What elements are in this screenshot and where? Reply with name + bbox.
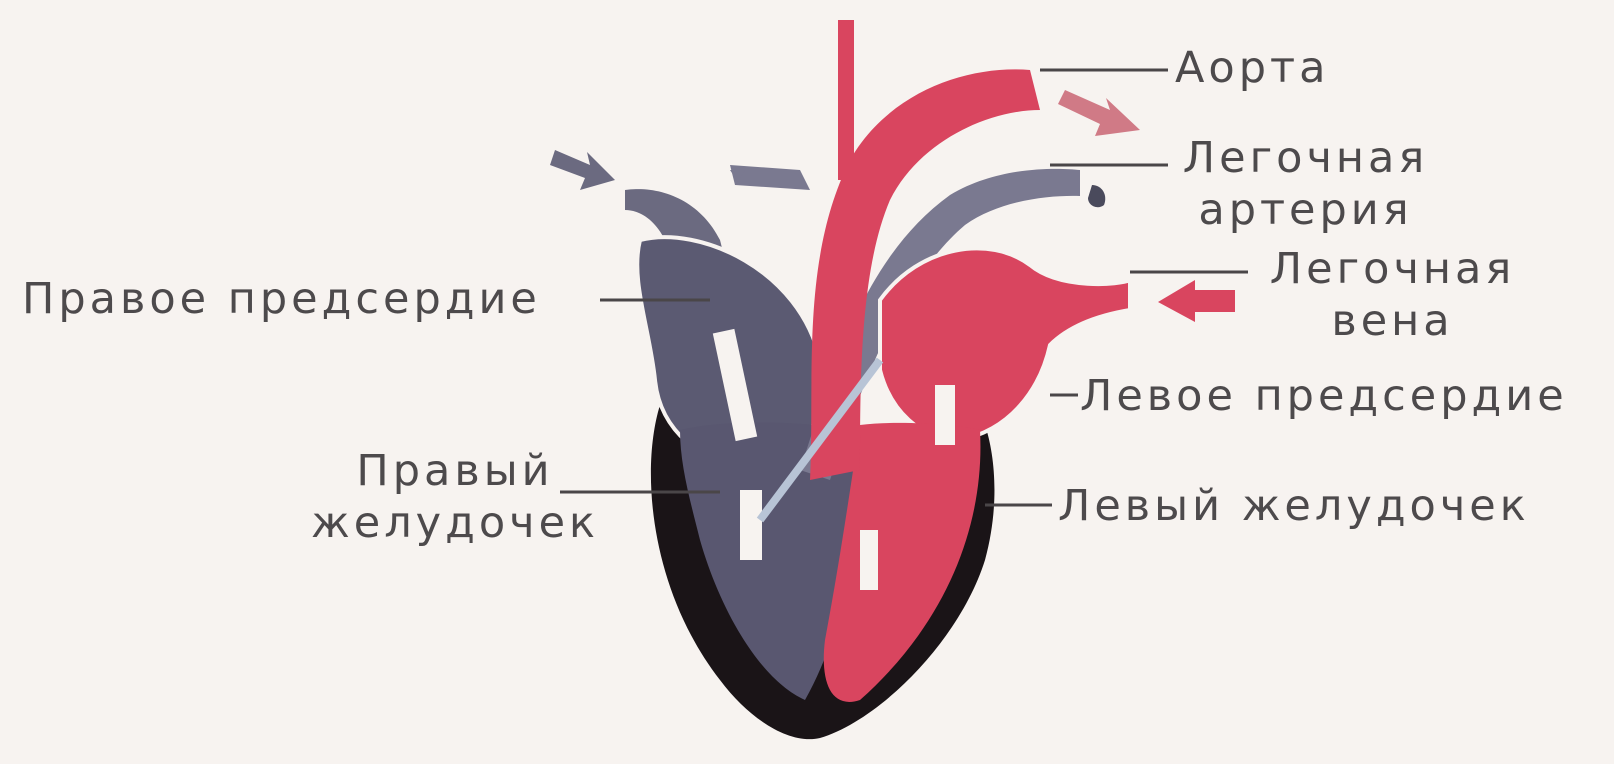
label-right-ventricle: Правый желудочек	[300, 445, 610, 549]
aorta-vessel-top	[838, 20, 854, 180]
label-left-atrium: Левое предсердие	[1080, 370, 1568, 422]
arrow-pulmonary-artery	[1088, 185, 1105, 207]
arrow-pulmonary-vein	[1158, 280, 1235, 322]
label-aorta: Аорта	[1175, 42, 1329, 94]
label-pulmonary-vein-line2: вена	[1255, 295, 1530, 347]
arrow-vena-cava	[550, 150, 615, 190]
label-pulmonary-vein-line1: Легочная	[1255, 243, 1530, 295]
label-right-ventricle-line1: Правый	[300, 445, 610, 497]
label-left-ventricle: Левый желудочек	[1058, 480, 1530, 532]
label-right-atrium: Правое предсердие	[22, 273, 541, 325]
arrow-aorta	[1058, 90, 1140, 136]
label-pulmonary-artery: Легочная артерия	[1168, 132, 1443, 236]
label-pulmonary-vein: Легочная вена	[1255, 243, 1530, 347]
pulmonary-artery-stub	[730, 165, 810, 190]
label-pulmonary-artery-line2: артерия	[1168, 184, 1443, 236]
label-pulmonary-artery-line1: Легочная	[1168, 132, 1443, 184]
label-right-ventricle-line2: желудочек	[300, 497, 610, 549]
